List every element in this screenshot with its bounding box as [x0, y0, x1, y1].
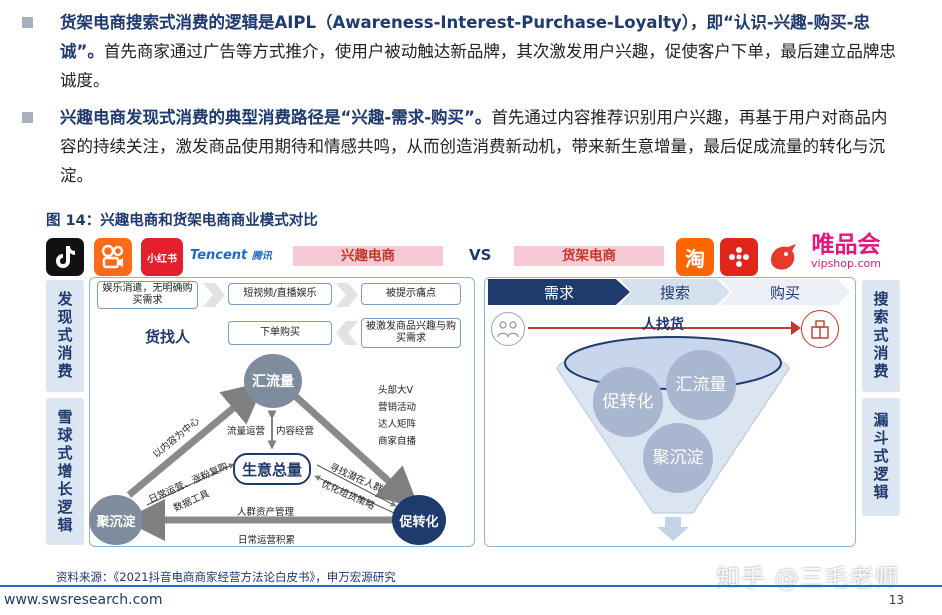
flow-box-leisure: 娱乐消遣，无明确购买需求	[97, 281, 198, 309]
node-traffic: 汇流量	[244, 354, 302, 408]
figure-title: 图 14：兴趣电商和货架电商商业模式对比	[46, 213, 318, 229]
edge-label-content-ops: 内容经营	[276, 426, 315, 437]
chevron-right-icon	[336, 283, 358, 307]
side-label-snowball: 雪球式增长逻辑	[46, 398, 84, 545]
right-list-item: 商家自播	[378, 436, 417, 447]
chevron-left-icon	[336, 321, 358, 345]
taobao-logo-char: 淘	[685, 246, 705, 271]
bullet-bold: 货架电商搜索式消费的逻辑是AIPL（Awareness-Interest-Pur…	[60, 13, 870, 61]
vipshop-logo: 唯品会 vipshop.com	[806, 232, 886, 270]
node-gmv: 生意总量	[233, 453, 311, 485]
funnel-circle-convert: 促转化	[593, 367, 663, 437]
chevron-right-icon	[203, 283, 225, 307]
flow-box-interest: 被激发商品兴趣与购买需求	[361, 318, 461, 348]
edge-label-daily: 日常运营积累	[238, 535, 296, 546]
left-header: 兴趣电商	[293, 246, 443, 266]
footer-rule	[0, 585, 942, 587]
node-settle: 聚沉淀	[89, 495, 143, 545]
node-convert: 促转化	[392, 495, 446, 545]
tencent-logo-en: Tencent	[190, 248, 248, 263]
bullet-text: 货架电商搜索式消费的逻辑是AIPL（Awareness-Interest-Pur…	[60, 8, 900, 95]
step-buy: 购买	[720, 279, 850, 305]
bullet-square-icon	[22, 112, 33, 123]
tiktok-logo-icon	[46, 238, 84, 276]
funnel-circle-traffic: 汇流量	[666, 350, 736, 420]
watermark: 知乎 @三毛老师	[716, 564, 900, 592]
page-number: 13	[888, 593, 904, 607]
bullet-bold: 兴趣电商发现式消费的典型消费路径是“兴趣-需求-购买”。	[60, 108, 492, 127]
side-label-text: 搜索式消费	[871, 291, 890, 381]
flow-box-video: 短视频/直播娱乐	[228, 283, 332, 305]
side-label-text: 发现式消费	[55, 291, 74, 381]
vipshop-logo-en: vipshop.com	[811, 257, 881, 270]
flow-box-painpoint: 被提示痛点	[361, 283, 461, 305]
tmall-logo-icon	[764, 238, 802, 276]
side-label-search: 搜索式消费	[862, 280, 900, 392]
goods-find-people-label: 货找人	[145, 328, 191, 346]
funnel-circle-settle: 聚沉淀	[643, 423, 713, 493]
right-list: 头部大V 营销活动 达人矩阵 商家自播	[378, 382, 416, 450]
side-label-text: 漏斗式逻辑	[871, 412, 890, 502]
right-header: 货架电商	[514, 246, 664, 266]
people-icon	[491, 312, 525, 346]
bullet-body: 首先商家通过广告等方式推介，使用户被动触达新品牌，其次激发用户兴趣，促使客户下单…	[60, 42, 896, 90]
bullet-text: 兴趣电商发现式消费的典型消费路径是“兴趣-需求-购买”。首先通过内容推荐识别用户…	[60, 103, 900, 190]
arrow-line	[528, 327, 798, 329]
triangle-arrows	[123, 381, 420, 541]
source-note: 资料来源：《2021抖音电商商家经营方法论白皮书》，申万宏源研究	[56, 570, 396, 584]
step-search: 搜索	[620, 279, 730, 305]
side-label-discovery: 发现式消费	[46, 280, 84, 392]
right-list-item: 头部大V	[378, 385, 413, 396]
step-demand: 需求	[488, 279, 630, 305]
edge-label-asset: 人群资产管理	[237, 507, 295, 518]
side-label-funnel: 漏斗式逻辑	[862, 398, 900, 516]
right-list-item: 达人矩阵	[378, 419, 417, 430]
right-list-item: 营销活动	[378, 402, 417, 413]
edge-label-traffic-ops: 流量运营	[227, 426, 266, 437]
flow-box-purchase: 下单购买	[228, 321, 332, 345]
tencent-logo-cn: 腾讯	[251, 251, 272, 262]
kuaishou-logo-icon	[94, 238, 132, 276]
side-label-text: 雪球式增长逻辑	[55, 408, 74, 535]
people-find-goods-label: 人找货	[642, 317, 684, 333]
bullet-square-icon	[22, 17, 33, 28]
vs-label: VS	[469, 246, 492, 264]
tencent-logo: Tencent 腾讯	[190, 247, 272, 263]
vipshop-logo-cn: 唯品会	[811, 232, 881, 258]
footer-url[interactable]: www.swsresearch.com	[4, 592, 163, 608]
xhs-logo-text: 小红书	[147, 253, 177, 265]
arrow-head-icon	[791, 321, 801, 335]
goods-box-icon	[801, 310, 839, 348]
taobao-logo-icon: 淘	[676, 238, 714, 276]
jd-logo-icon	[720, 238, 758, 276]
bullet-body: 首先通过内容推荐识别用户兴趣，再基于用户对商品内容的持续关注，激发商品使用期待和…	[60, 108, 888, 185]
xiaohongshu-logo-icon: 小红书	[141, 238, 183, 276]
